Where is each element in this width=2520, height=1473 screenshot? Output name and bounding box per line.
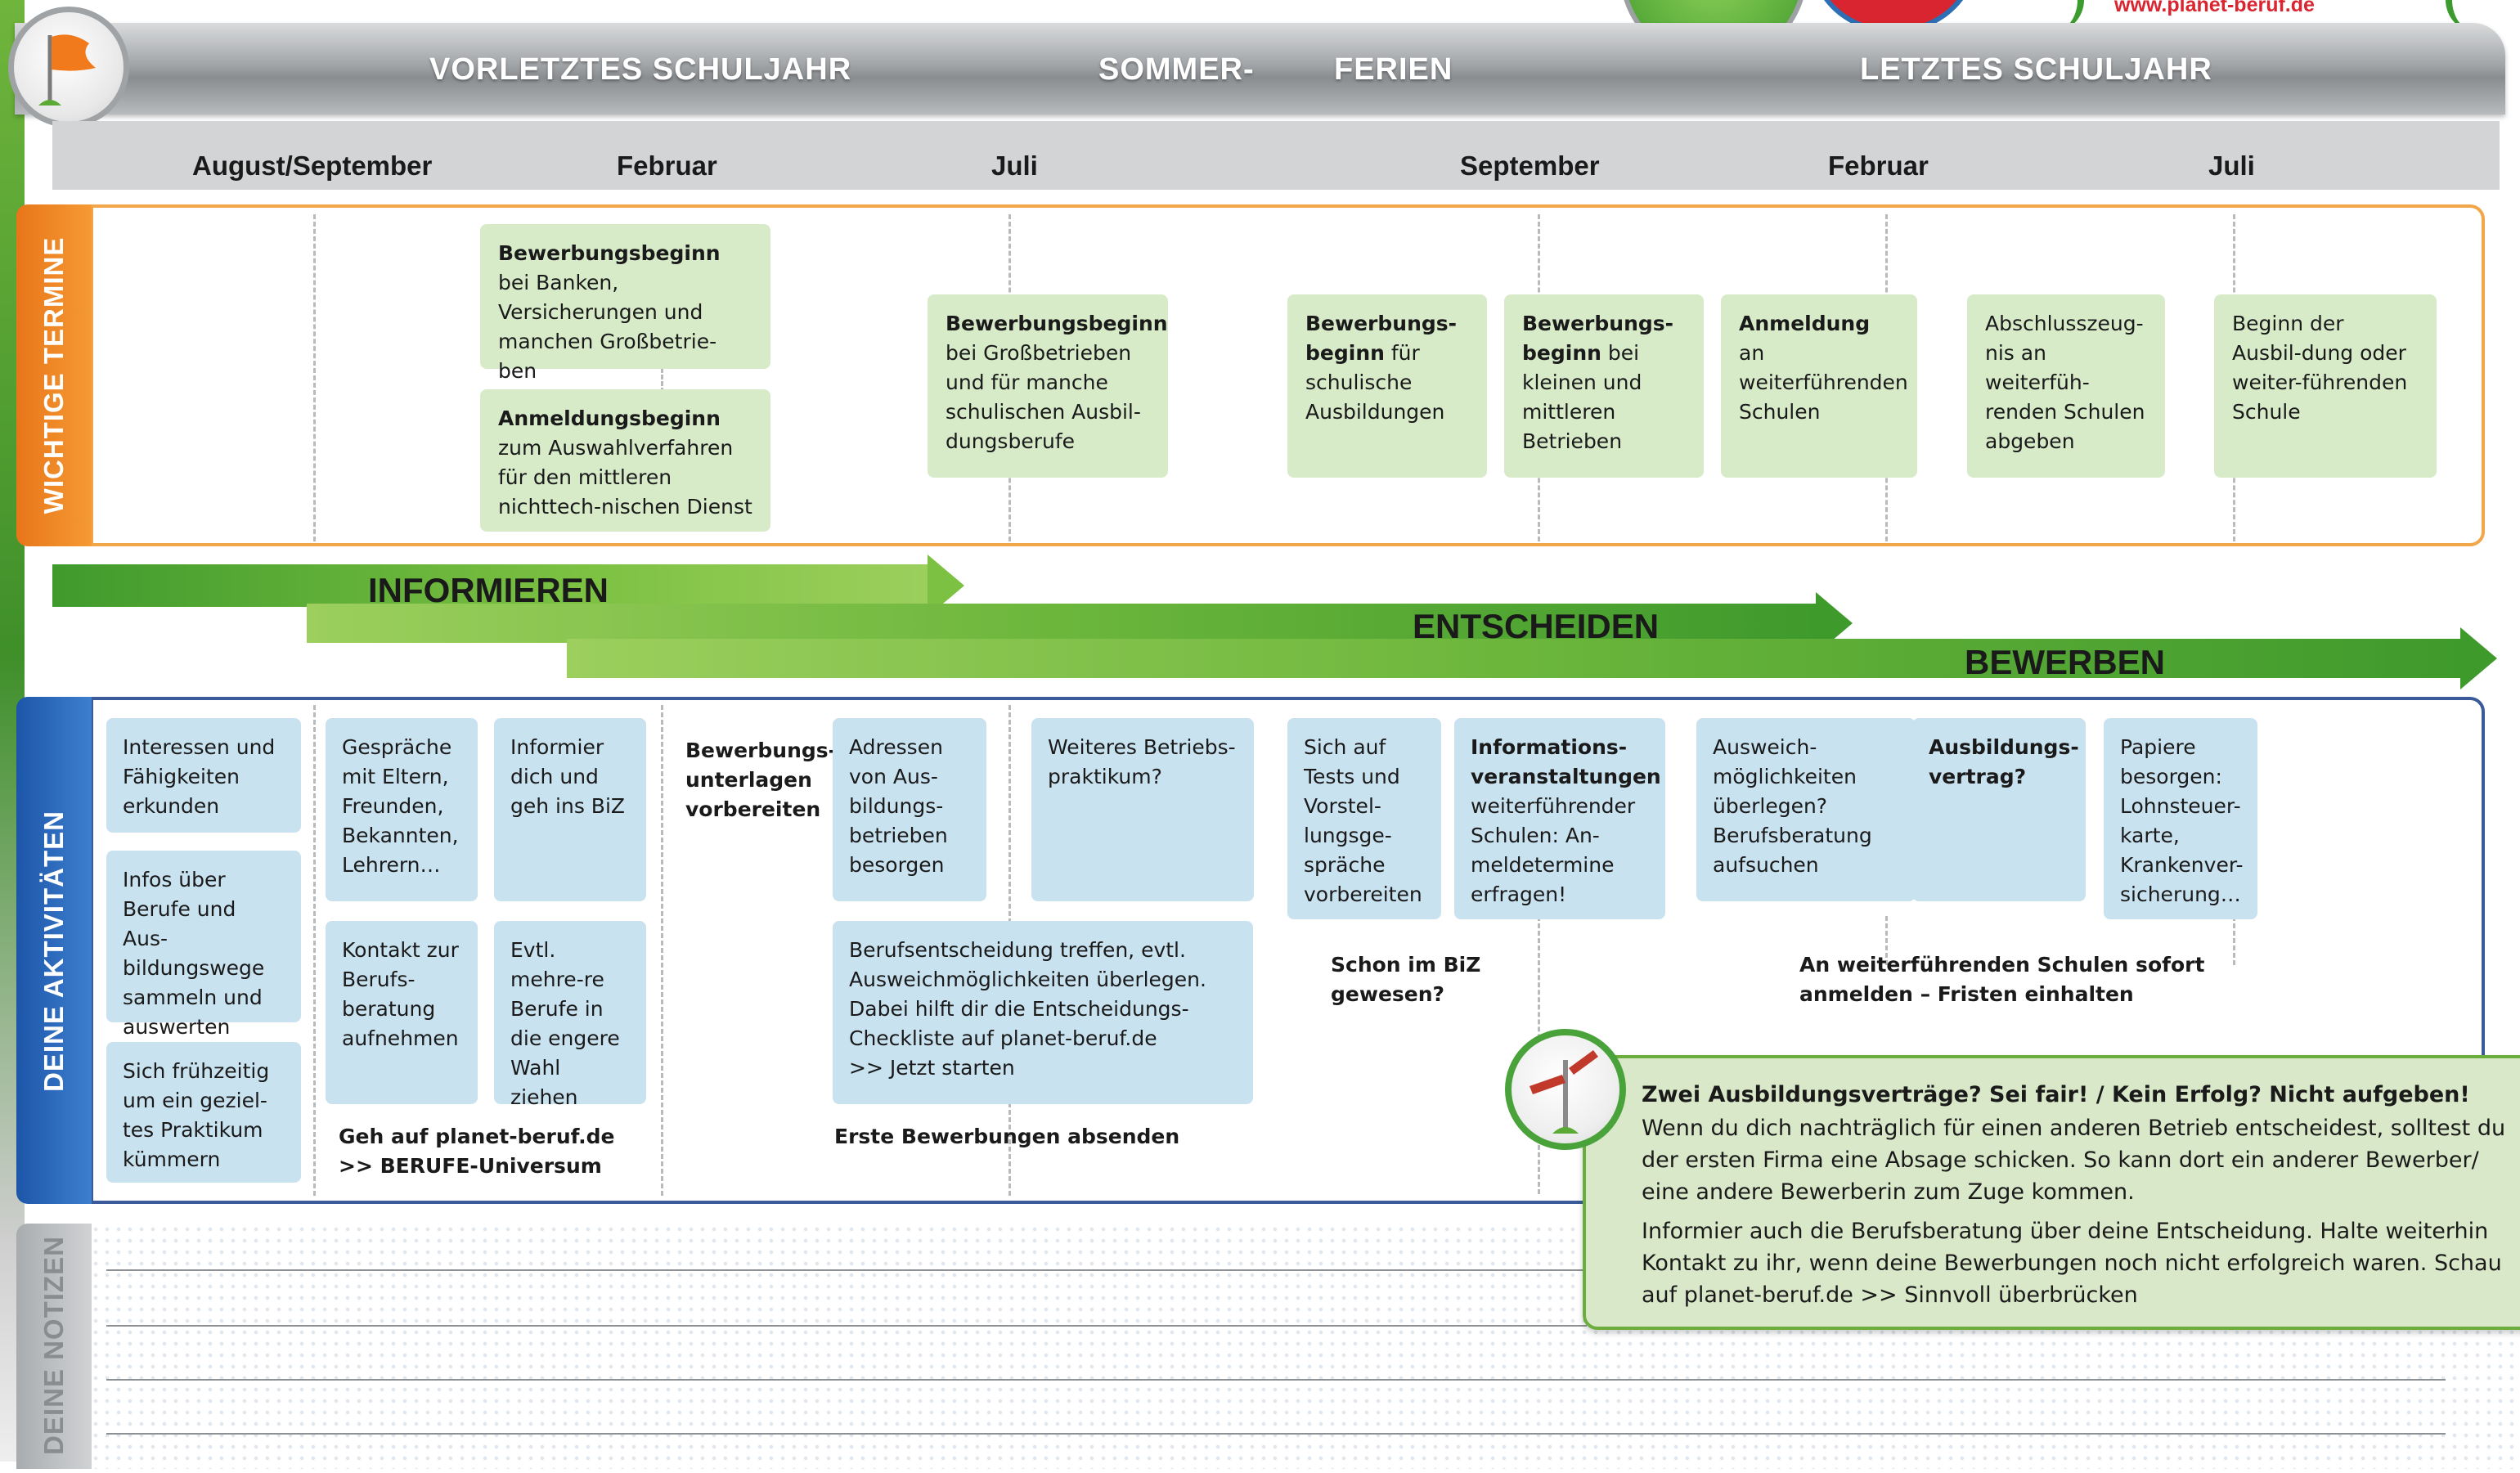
month-bar: [52, 121, 2500, 190]
termin-box: Bewerbungs-beginn für schulische Ausbild…: [1287, 294, 1487, 478]
activity-box: Infos über Berufe und Aus-bildungswege s…: [106, 851, 301, 1039]
activity-box: Weiteres Betriebs-praktikum?: [1031, 718, 1254, 901]
activity-box: Ausweich-möglichkeiten überlegen? Berufs…: [1696, 718, 1916, 901]
season-previous-year: VORLETZTES SCHULJAHR: [429, 52, 852, 87]
month-label: September: [1460, 150, 1600, 181]
info-box-paragraph: Informier auch die Berufsberatung über d…: [1642, 1219, 2502, 1308]
season-summer-2: FERIEN: [1334, 52, 1453, 87]
phase-label-bewerben: BEWERBEN: [1965, 643, 2166, 681]
termine-label-text: WICHTIGE TERMINE: [38, 236, 69, 514]
month-label: Juli: [991, 150, 1038, 181]
note-line: [106, 1325, 1587, 1327]
termin-box: Bewerbungsbeginn bei Banken, Versicherun…: [480, 224, 770, 383]
activity-box: Informier dich und geh ins BiZ: [494, 718, 646, 901]
month-label: August/September: [192, 150, 433, 181]
note-line: [106, 1433, 2446, 1435]
website-link[interactable]: www.planet-beruf.de: [2114, 0, 2315, 16]
activity-box: Adressen von Aus-bildungs-betrieben beso…: [833, 718, 986, 901]
month-label: Februar: [1828, 150, 1929, 181]
activity-box: Sich frühzeitig um ein geziel-tes Prakti…: [106, 1042, 301, 1183]
signpost-icon: [1505, 1029, 1626, 1150]
jetzt-starten-link[interactable]: >> Jetzt starten: [849, 1056, 1015, 1080]
notizen-section-label: DEINE NOTIZEN: [16, 1224, 92, 1469]
phase-arrow-entscheiden: [307, 592, 1853, 654]
activity-text: Bewerbungs-unterlagen vorbereiten: [685, 739, 838, 821]
flag-icon: [8, 7, 129, 128]
activity-box: Ausbildungs-vertrag?: [1912, 718, 2086, 901]
aktivitaeten-label-text: DEINE AKTIVITÄTEN: [38, 811, 69, 1092]
month-label: Juli: [2208, 150, 2255, 181]
activity-box: Gespräche mit Eltern, Freunden, Bekannte…: [326, 718, 478, 901]
activity-text-link[interactable]: Geh auf planet-beruf.de>> BERUFE-Univers…: [339, 1125, 615, 1178]
season-last-year: LETZTES SCHULJAHR: [1860, 52, 2212, 87]
activity-box: Kontakt zur Berufs-beratung aufnehmen: [326, 921, 478, 1104]
info-box-title: Zwei Ausbildungsverträge? Sei fair! / Ke…: [1642, 1082, 2470, 1107]
termin-box: Anmeldungsbeginn zum Auswahlverfahren fü…: [480, 389, 770, 532]
activity-box: Berufsentscheidung treffen, evtl. Auswei…: [833, 921, 1253, 1104]
note-line: [106, 1269, 1587, 1271]
timeline-guide: [1885, 916, 1888, 965]
notizen-label-text: DEINE NOTIZEN: [38, 1236, 69, 1455]
termine-section-label: WICHTIGE TERMINE: [16, 204, 92, 546]
activity-text: An weiterführenden Schulen sofort anmeld…: [1799, 953, 2205, 1006]
aktivitaeten-section-label: DEINE AKTIVITÄTEN: [16, 697, 92, 1204]
timeline-guide: [661, 705, 663, 1196]
note-line: [106, 1379, 2446, 1381]
activity-box: Evtl. mehre-re Berufe in die engere Wahl…: [494, 921, 646, 1109]
info-box: Zwei Ausbildungsverträge? Sei fair! / Ke…: [1583, 1055, 2520, 1330]
termin-box: Bewerbungs-beginn bei kleinen und mittle…: [1504, 294, 1704, 478]
termin-box: Abschlusszeug-nis an weiterfüh-renden Sc…: [1967, 294, 2165, 478]
activity-text: Erste Bewerbungen absenden: [834, 1125, 1180, 1148]
phase-label-informieren: INFORMIEREN: [368, 571, 609, 609]
timeline-guide: [313, 705, 316, 1196]
timeline-guide: [2233, 916, 2235, 965]
season-summer-1: SOMMER-: [1098, 52, 1255, 87]
phase-arrow-bewerben: [567, 627, 2497, 689]
termin-box: Bewerbungsbeginn bei Großbetrieben und f…: [928, 294, 1168, 478]
activity-box: Papiere besorgen: Lohnsteuer-karte, Kran…: [2104, 718, 2257, 919]
month-label: Februar: [617, 150, 717, 181]
timeline-guide: [313, 214, 316, 541]
activity-box: Sich auf Tests und Vorstel-lungsge-spräc…: [1287, 718, 1441, 919]
header-bar: [15, 23, 2505, 115]
termin-box: Anmeldung an weiterführenden Schulen: [1721, 294, 1917, 478]
timeline-guide: [661, 368, 663, 393]
activity-box: Interessen und Fähigkeiten erkunden: [106, 718, 301, 833]
activity-text: Schon im BiZ gewesen?: [1331, 953, 1481, 1006]
phase-arrow-informieren: [52, 555, 964, 617]
activity-box: Informations-veranstaltungen weiterführe…: [1454, 718, 1665, 919]
termin-box: Beginn der Ausbil-dung oder weiter-führe…: [2214, 294, 2437, 478]
info-box-paragraph: Wenn du dich nachträglich für einen ande…: [1642, 1116, 2506, 1205]
